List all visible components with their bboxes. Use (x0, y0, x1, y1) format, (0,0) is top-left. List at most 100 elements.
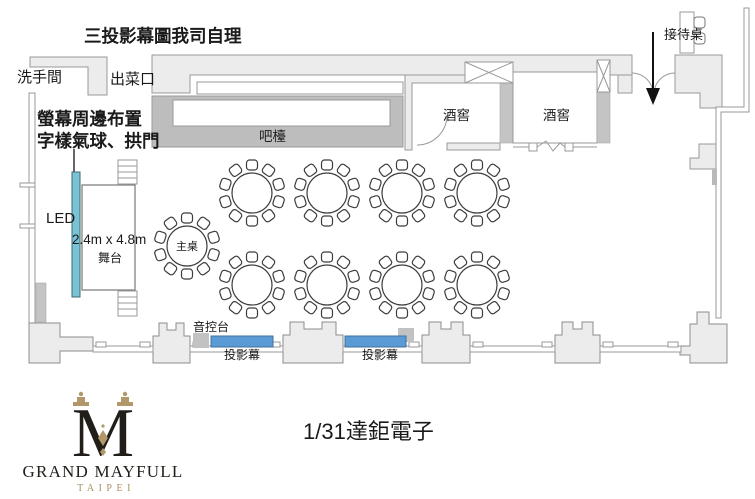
chair (180, 212, 194, 224)
chair (497, 177, 510, 191)
chair (347, 269, 360, 283)
round-table (294, 251, 360, 319)
table-top (456, 264, 498, 306)
wine-cellar-left-bottom-wall (446, 142, 501, 151)
chair (497, 195, 510, 209)
chair (272, 269, 285, 283)
round-table (444, 251, 510, 319)
wine-cellar-left-door-arc (416, 114, 448, 146)
hotel-logo: M GRAND MAYFULL TAIPEI (23, 391, 184, 494)
chair (294, 177, 307, 191)
projector-screen-left (210, 335, 274, 348)
chair (219, 269, 232, 283)
stage (81, 184, 136, 291)
wall-return-right-of-cellar (617, 74, 633, 94)
chair (320, 215, 334, 227)
restroom-label: 洗手間 (17, 69, 62, 86)
chair (261, 255, 276, 269)
chair (369, 269, 382, 283)
chair (196, 262, 211, 276)
chair (228, 209, 243, 223)
chair (422, 177, 435, 191)
bar-counter-inner (172, 99, 391, 127)
sound-console-label: 音控台 (193, 319, 229, 334)
chair (369, 177, 382, 191)
chair (336, 163, 351, 177)
chair (336, 301, 351, 315)
chair (395, 159, 409, 171)
chair (336, 255, 351, 269)
bottom-column (554, 321, 601, 364)
sound-console-box (193, 333, 209, 348)
chair (196, 216, 211, 230)
table-top (306, 264, 348, 306)
chair (470, 159, 484, 171)
chair (470, 251, 484, 263)
chair (245, 215, 259, 227)
chair (395, 215, 409, 227)
chair (378, 209, 393, 223)
chair (411, 163, 426, 177)
chair (497, 269, 510, 283)
bottom-column (421, 321, 471, 364)
table-top (166, 225, 208, 267)
chair (154, 248, 167, 262)
wall-step (408, 341, 420, 348)
table-top (456, 172, 498, 214)
chair (453, 255, 468, 269)
stage-label: 舞台 (98, 250, 122, 265)
chair (369, 287, 382, 301)
wall-segment (92, 345, 154, 353)
chair (470, 307, 484, 319)
chair (303, 163, 318, 177)
logo-city: TAIPEI (77, 483, 135, 494)
table-top (231, 264, 273, 306)
round-table (369, 159, 435, 227)
chair (411, 209, 426, 223)
wall-segment (469, 345, 556, 353)
logo-brand: GRAND MAYFULL (23, 462, 184, 481)
reception-chair (693, 16, 706, 29)
chair (453, 163, 468, 177)
entrance-arrow-head (646, 88, 660, 105)
chair (320, 251, 334, 263)
wine-cellar-left-label: 酒窖 (443, 107, 470, 123)
chair (261, 163, 276, 177)
led-screen (71, 171, 81, 298)
chair (245, 307, 259, 319)
bar-label: 吧檯 (259, 129, 286, 144)
chair (294, 269, 307, 283)
caption: 1/31達鉅電子 (303, 419, 434, 444)
chair (207, 248, 220, 262)
chair (444, 287, 457, 301)
wall-step (667, 341, 679, 348)
wall-step (472, 341, 484, 348)
chair (245, 159, 259, 171)
main-table-label: 主桌 (176, 240, 198, 253)
folding-door (513, 140, 597, 152)
chair (453, 209, 468, 223)
chair (422, 269, 435, 283)
chair (444, 195, 457, 209)
chair (486, 301, 501, 315)
wall-step (541, 341, 553, 348)
table-top (231, 172, 273, 214)
round-table (219, 251, 285, 319)
chair (261, 209, 276, 223)
bottom-left-corner-column (28, 322, 94, 364)
table-top (381, 172, 423, 214)
chair (219, 287, 232, 301)
chair (453, 301, 468, 315)
chair (378, 301, 393, 315)
stage-stairs-bottom (117, 290, 138, 317)
chair (486, 255, 501, 269)
chair (228, 301, 243, 315)
stage-size-label: 2.4m x 4.8m (72, 232, 146, 247)
chair (154, 230, 167, 244)
chair (180, 268, 194, 280)
led-label: LED (46, 210, 75, 227)
logo-crown-left (73, 391, 89, 406)
chair (378, 163, 393, 177)
service-door-cross (596, 59, 611, 93)
